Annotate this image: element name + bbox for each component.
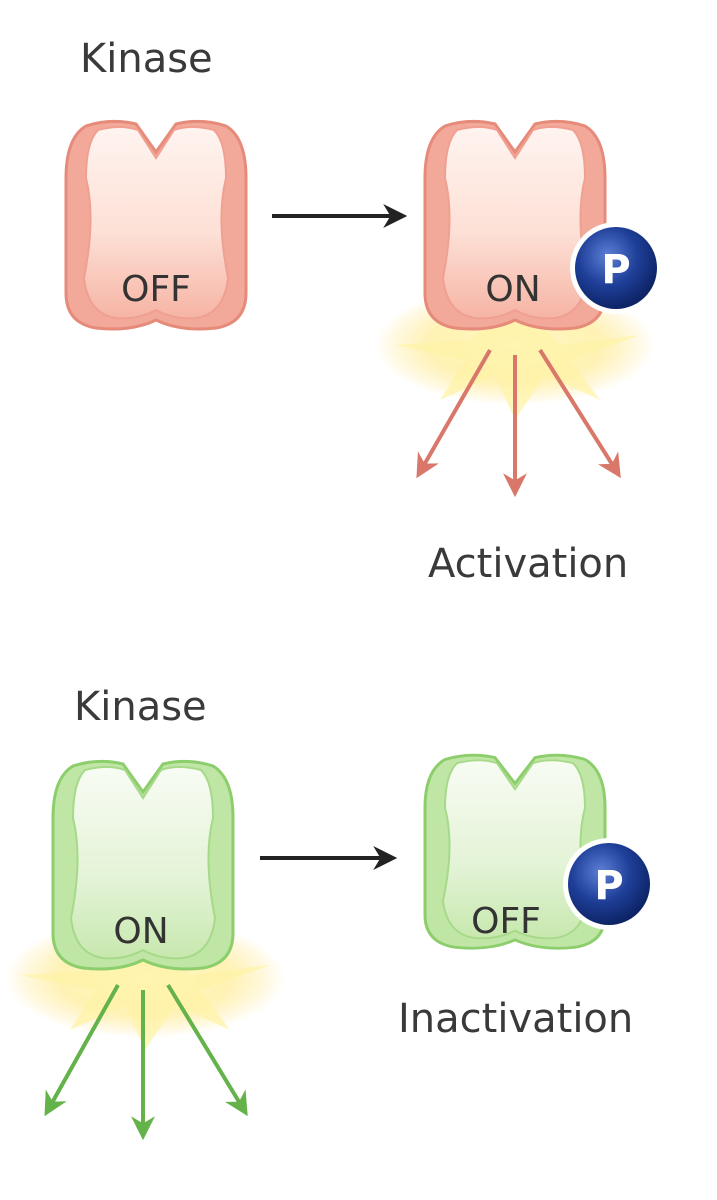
bottom-phosphate-label: P (594, 863, 623, 909)
top-after-state-label: ON (485, 269, 540, 310)
top-result-label: Activation (428, 541, 628, 587)
top-output-arrows (416, 348, 621, 498)
bottom-output-arrow-left (44, 984, 120, 1117)
top-phosphate-icon: P (570, 222, 662, 314)
bottom-output-arrows (44, 983, 248, 1141)
top-before-state-label: OFF (121, 269, 191, 310)
top-phosphate-label: P (601, 247, 630, 293)
top-kinase-on: ON (423, 119, 607, 331)
bottom-kinase-title: Kinase (74, 684, 207, 730)
bottom-result-label: Inactivation (398, 996, 633, 1042)
top-kinase-off: OFF (64, 119, 248, 331)
bottom-after-state-label: OFF (471, 901, 541, 942)
bottom-phosphate-icon: P (563, 838, 655, 930)
bottom-kinase-on: ON (51, 759, 235, 971)
top-output-arrow-left (416, 349, 492, 479)
bottom-before-state-label: ON (113, 911, 168, 952)
top-output-arrow-right (538, 348, 621, 479)
top-kinase-title: Kinase (80, 36, 213, 82)
bottom-output-arrow-right (166, 983, 248, 1117)
